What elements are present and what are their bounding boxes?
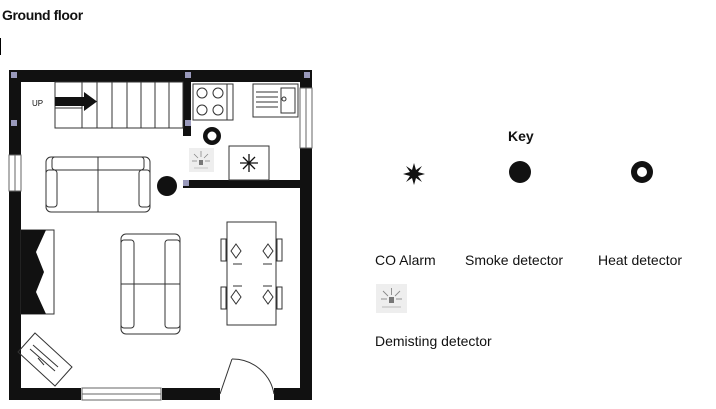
wall-markers: [11, 72, 310, 186]
demisting-detector-icon: [376, 284, 407, 313]
co-alarm-icon: [403, 163, 425, 185]
heat-detector-on-plan: [203, 127, 221, 145]
sink: [252, 83, 299, 118]
dining-table: [220, 221, 283, 326]
key-label-heat-detector: Heat detector: [598, 252, 683, 268]
hob: [192, 83, 234, 121]
smoke-detector-on-plan: [157, 176, 177, 196]
page-title: Ground floor: [2, 7, 83, 23]
fireplace: [20, 229, 55, 315]
stairs-arrow: [55, 92, 97, 111]
windows: [8, 87, 313, 401]
key-label-co-alarm: CO Alarm: [375, 252, 436, 268]
sofa-middle: [120, 233, 181, 335]
sofa-top: [45, 156, 151, 213]
tv-unit: [17, 332, 73, 387]
wall-stub: [306, 348, 312, 364]
key-label-smoke-detector: Smoke detector: [465, 252, 564, 268]
outer-walls: [9, 70, 312, 400]
smoke-detector-icon: [509, 161, 531, 183]
demisting-detector-on-plan: [189, 148, 214, 172]
stairs-label: UP: [32, 99, 43, 108]
key-title: Key: [508, 128, 534, 144]
entrance-door: [219, 358, 275, 395]
key-label-demisting-detector: Demisting detector: [375, 333, 492, 349]
internal-walls: [183, 77, 303, 188]
text-cursor: [0, 38, 1, 55]
heat-detector-icon: [631, 161, 653, 183]
fridge: [228, 145, 270, 181]
